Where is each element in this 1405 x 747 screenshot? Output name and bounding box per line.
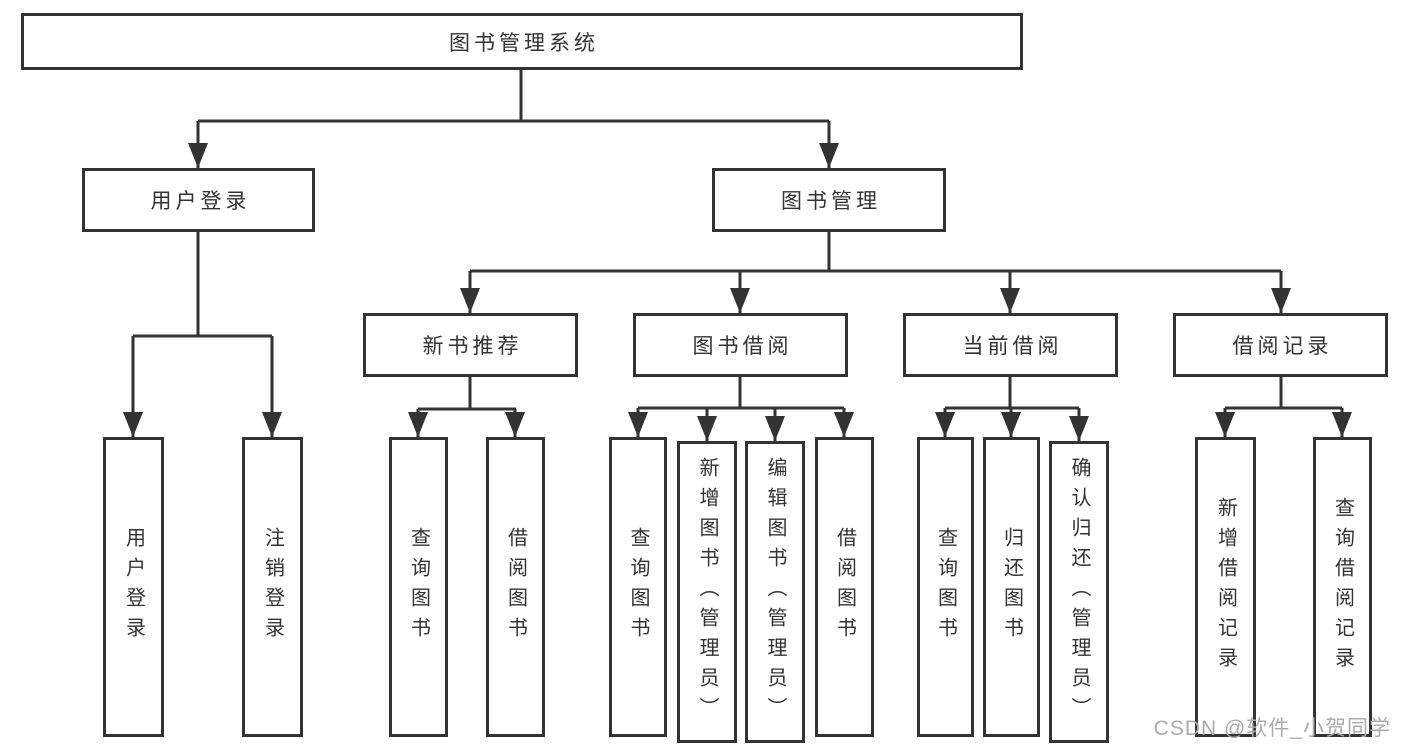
node-user-login: 用户登录 bbox=[82, 168, 315, 232]
leaf-borrow-borrow-books-label: 借阅图书 bbox=[833, 527, 856, 647]
node-borrow-records: 借阅记录 bbox=[1173, 313, 1388, 377]
node-new-book-recommend: 新书推荐 bbox=[363, 313, 578, 377]
leaf-logout-login: 注销登录 bbox=[242, 437, 303, 737]
node-book-management: 图书管理 bbox=[712, 168, 946, 232]
leaf-current-query-books: 查询图书 bbox=[917, 437, 974, 737]
leaf-current-return-books: 归还图书 bbox=[983, 437, 1040, 737]
leaf-current-confirm-return-admin-label: 确认归还（管理员） bbox=[1068, 457, 1090, 727]
node-book-management-label: 图书管理 bbox=[781, 190, 881, 213]
leaf-user-login-label: 用户登录 bbox=[122, 527, 145, 647]
leaf-records-add-record: 新增借阅记录 bbox=[1195, 437, 1256, 737]
leaf-recommend-query-books-label: 查询图书 bbox=[407, 527, 430, 647]
leaf-borrow-edit-books-admin-label: 编辑图书（管理员） bbox=[764, 457, 786, 727]
leaf-borrow-add-books-admin: 新增图书（管理员） bbox=[677, 441, 737, 743]
node-new-book-recommend-label: 新书推荐 bbox=[422, 335, 523, 358]
leaf-current-return-books-label: 归还图书 bbox=[1000, 527, 1023, 647]
connector-arrowheads bbox=[123, 143, 1352, 441]
leaf-current-confirm-return-admin: 确认归还（管理员） bbox=[1049, 441, 1109, 743]
leaf-borrow-add-books-admin-label: 新增图书（管理员） bbox=[696, 457, 718, 727]
node-root: 图书管理系统 bbox=[21, 13, 1023, 70]
leaf-borrow-query-books: 查询图书 bbox=[609, 437, 667, 737]
node-borrow-records-label: 借阅记录 bbox=[1232, 335, 1333, 358]
node-current-borrow: 当前借阅 bbox=[903, 313, 1118, 377]
leaf-borrow-query-books-label: 查询图书 bbox=[627, 527, 649, 647]
leaf-recommend-query-books: 查询图书 bbox=[389, 437, 448, 737]
leaf-borrow-borrow-books: 借阅图书 bbox=[815, 437, 874, 737]
leaf-recommend-borrow-books: 借阅图书 bbox=[486, 437, 545, 737]
node-root-label: 图书管理系统 bbox=[449, 31, 599, 55]
node-book-borrow-label: 图书借阅 bbox=[692, 335, 793, 358]
node-user-login-label: 用户登录 bbox=[150, 190, 251, 213]
node-book-borrow: 图书借阅 bbox=[633, 313, 848, 377]
leaf-records-query-record: 查询借阅记录 bbox=[1313, 437, 1372, 737]
leaf-recommend-borrow-books-label: 借阅图书 bbox=[504, 527, 527, 647]
leaf-borrow-edit-books-admin: 编辑图书（管理员） bbox=[745, 441, 805, 743]
connector-lines bbox=[131, 70, 1344, 441]
leaf-user-login: 用户登录 bbox=[103, 437, 164, 737]
csdn-watermark: CSDN @软件_小贺同学 bbox=[1153, 717, 1391, 740]
leaf-records-query-record-label: 查询借阅记录 bbox=[1331, 497, 1354, 677]
leaf-records-add-record-label: 新增借阅记录 bbox=[1214, 497, 1237, 677]
leaf-current-query-books-label: 查询图书 bbox=[934, 527, 957, 647]
node-current-borrow-label: 当前借阅 bbox=[962, 335, 1063, 358]
leaf-logout-login-label: 注销登录 bbox=[261, 527, 284, 647]
